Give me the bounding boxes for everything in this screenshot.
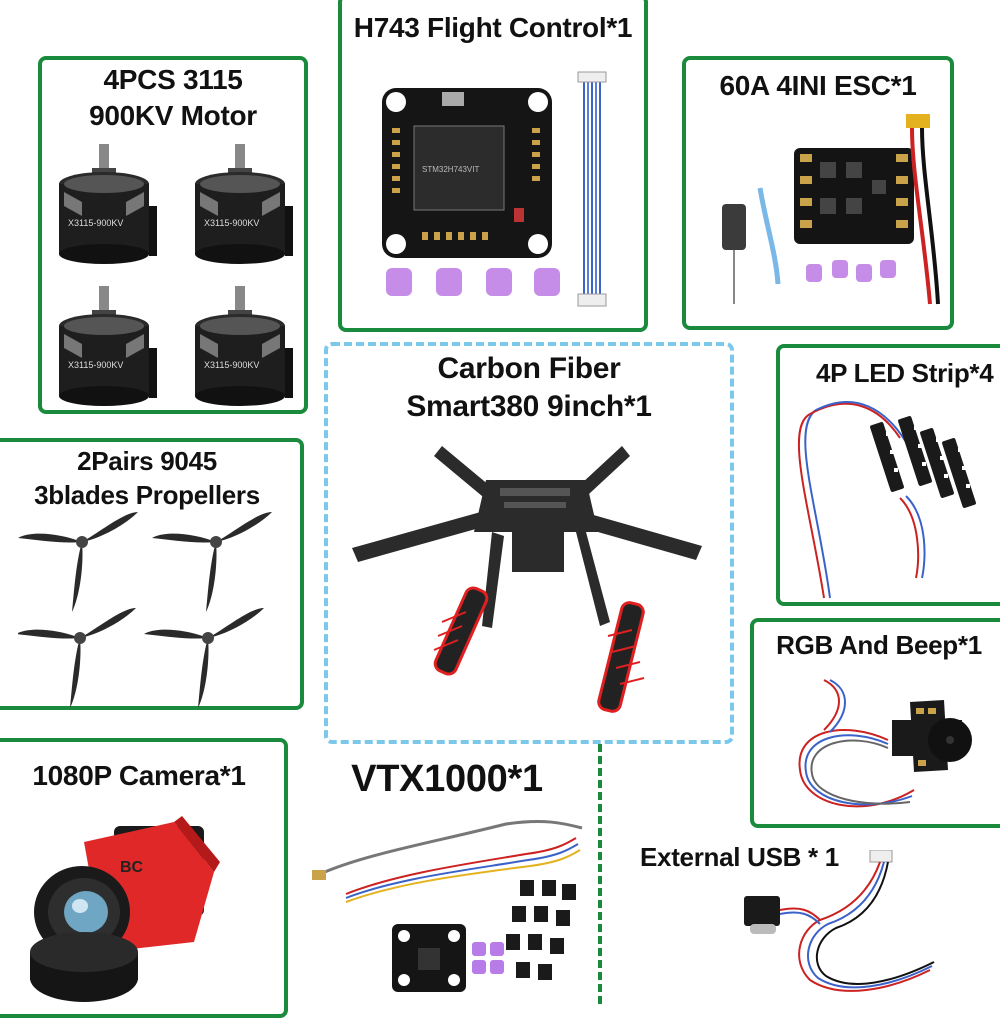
fc-chip-text: STM32H743VIT <box>422 165 479 174</box>
motor-label-1: X3115-900KV <box>68 218 123 228</box>
led-image <box>797 400 976 599</box>
led-panel: 4P LED Strip*4 <box>776 344 1000 606</box>
rgb-beep-panel: RGB And Beep*1 <box>750 618 1000 828</box>
frame-title-line2: Smart380 9inch*1 <box>406 390 652 423</box>
motor-title-line2: 900KV Motor <box>89 100 257 131</box>
esc-panel: 60A 4INI ESC*1 <box>682 56 954 330</box>
motor-label-3: X3115-900KV <box>68 360 123 370</box>
vtx-image <box>312 819 583 992</box>
frame-panel: Carbon Fiber Smart380 9inch*1 <box>324 342 734 744</box>
propellers-title-line1: 2Pairs 9045 <box>77 446 217 476</box>
camera-image: BC <box>30 816 220 1002</box>
usb-panel: External USB * 1 <box>620 830 1000 1000</box>
esc-title: 60A 4INI ESC*1 <box>719 70 917 101</box>
vtx-title: VTX1000*1 <box>351 758 543 800</box>
led-title: 4P LED Strip*4 <box>816 358 994 388</box>
flight-controller-title: H743 Flight Control*1 <box>353 12 633 43</box>
esc-image <box>722 114 940 305</box>
frame-title-line1: Carbon Fiber <box>437 352 621 385</box>
flight-controller-image: STM32H743VIT <box>382 71 607 307</box>
rgb-beep-title: RGB And Beep*1 <box>776 630 982 660</box>
propellers-image <box>18 512 272 708</box>
camera-panel: 1080P Camera*1 BC <box>0 738 288 1018</box>
rgb-beep-image <box>798 679 972 808</box>
frame-image <box>352 446 702 713</box>
camera-title: 1080P Camera*1 <box>32 760 246 791</box>
propellers-title-line2: 3blades Propellers <box>34 480 260 510</box>
vtx-panel: VTX1000*1 <box>296 744 602 1004</box>
usb-title: External USB * 1 <box>640 842 839 872</box>
motor-title-line1: 4PCS 3115 <box>103 64 243 95</box>
motor-label-4: X3115-900KV <box>204 360 259 370</box>
propellers-panel: 2Pairs 9045 3blades Propellers <box>0 438 304 710</box>
motor-panel: 4PCS 3115 900KV Motor X3115-900KV X3115-… <box>38 56 308 414</box>
camera-brand: BC <box>120 859 144 876</box>
usb-image <box>744 850 935 992</box>
motors-image: X3115-900KV X3115-900KV X3115-900KV X311… <box>59 144 293 406</box>
motor-label-2: X3115-900KV <box>204 218 259 228</box>
flight-controller-panel: H743 Flight Control*1 STM32H743VIT <box>338 0 648 332</box>
